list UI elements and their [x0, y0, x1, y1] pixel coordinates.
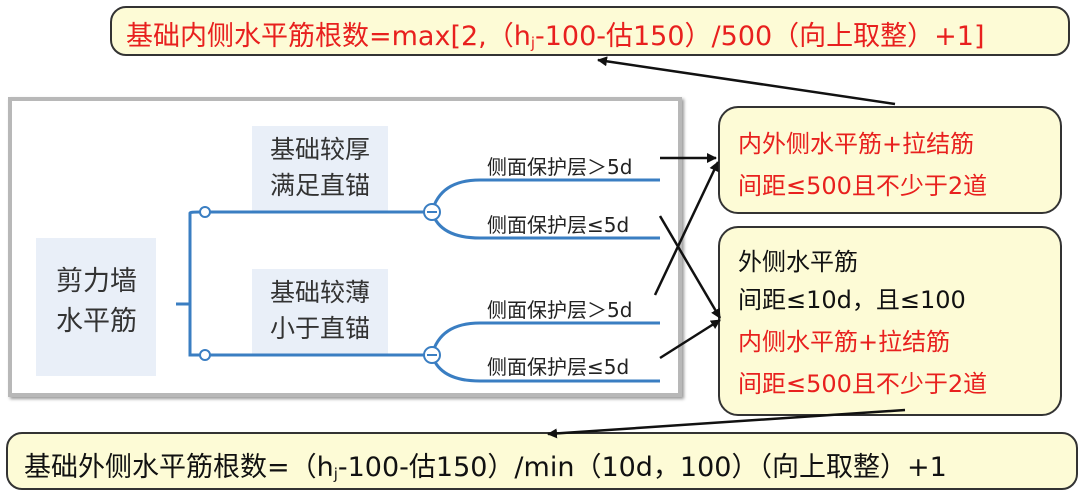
branch-thick-line2: 满足直锚: [269, 171, 370, 200]
arrows: [547, 56, 906, 439]
joint-upper: [199, 206, 211, 218]
arrow-thin-gt-to-note-inner: [653, 161, 720, 296]
note-outer-bars: 外侧水平筋 间距≤10d，且≤100 内侧水平筋+拉结筋 间距≤500且不少于2…: [718, 226, 1062, 416]
arrow-thin-le-to-note-outer: [659, 318, 721, 360]
mindmap-frame: 剪力墙 水平筋 基础较厚 满足直锚 基础较薄 小于直锚 侧面保护层＞5d 侧面保…: [8, 97, 682, 397]
arrow-note-inner-to-formula-top: [597, 56, 896, 106]
formula-outer-post: -100-估150）/min（10d，100）（向上取整）+1: [337, 452, 947, 483]
arrow-thick-le-to-note-outer: [658, 215, 722, 319]
root-trunk-line: [176, 210, 205, 357]
branch-thin-node: 基础较薄 小于直锚: [252, 269, 388, 355]
mindmap-connectors: [176, 178, 660, 383]
formula-outer-pre: 基础外侧水平筋根数=（h: [24, 452, 334, 483]
branch-thick-node: 基础较厚 满足直锚: [252, 126, 388, 212]
formula-outer-sub: j: [333, 464, 338, 483]
note-outer-line1: 外侧水平筋: [738, 248, 858, 276]
formula-inner-count-callout: 基础内侧水平筋根数=max[2,（hj-100-估150）/500（向上取整）+…: [110, 6, 1070, 56]
leaf-thin-cover-gt: 侧面保护层＞5d: [487, 298, 633, 322]
note-outer-line2: 间距≤10d，且≤100: [738, 286, 966, 314]
branch-thick-line1: 基础较厚: [269, 135, 370, 164]
note-inner-line2: 间距≤500且不少于2道: [738, 172, 988, 200]
leaf-thick-cover-le: 侧面保护层≤5d: [487, 213, 630, 237]
root-node-line2: 水平筋: [56, 306, 137, 337]
thick-split-upper: [430, 178, 660, 213]
root-node: 剪力墙 水平筋: [36, 238, 156, 376]
leaf-thin-cover-le: 侧面保护层≤5d: [487, 355, 630, 379]
note-inner-outer-bars: 内外侧水平筋+拉结筋 间距≤500且不少于2道: [718, 106, 1062, 214]
mindmap-joints: [199, 203, 441, 364]
root-node-line1: 剪力墙: [56, 266, 137, 297]
thin-split-lower: [430, 354, 660, 383]
joint-lower: [199, 349, 211, 361]
note-outer-line4: 间距≤500且不少于2道: [738, 370, 988, 398]
thick-split-lower: [430, 211, 660, 240]
formula-outer-count-callout: 基础外侧水平筋根数=（hj-100-估150）/min（10d，100）（向上取…: [6, 432, 1078, 490]
note-inner-line1: 内外侧水平筋+拉结筋: [738, 130, 975, 158]
formula-inner-post: -100-估150）/500（向上取整）+1]: [534, 21, 985, 52]
formula-outer-count-text: 基础外侧水平筋根数=（hj-100-估150）/min（10d，100）（向上取…: [24, 445, 947, 484]
leaf-thick-cover-gt: 侧面保护层＞5d: [487, 155, 633, 179]
branch-thin-line2: 小于直锚: [269, 314, 370, 343]
formula-inner-pre: 基础内侧水平筋根数=max[2,（h: [126, 21, 531, 52]
branch-thin-line1: 基础较薄: [269, 278, 370, 307]
note-outer-line3: 内侧水平筋+拉结筋: [738, 328, 951, 356]
formula-inner-sub: j: [530, 33, 535, 52]
thin-split-upper: [430, 321, 660, 356]
arrow-note-outer-to-formula-bottom: [547, 408, 906, 439]
formula-inner-count-text: 基础内侧水平筋根数=max[2,（hj-100-估150）/500（向上取整）+…: [126, 14, 985, 53]
